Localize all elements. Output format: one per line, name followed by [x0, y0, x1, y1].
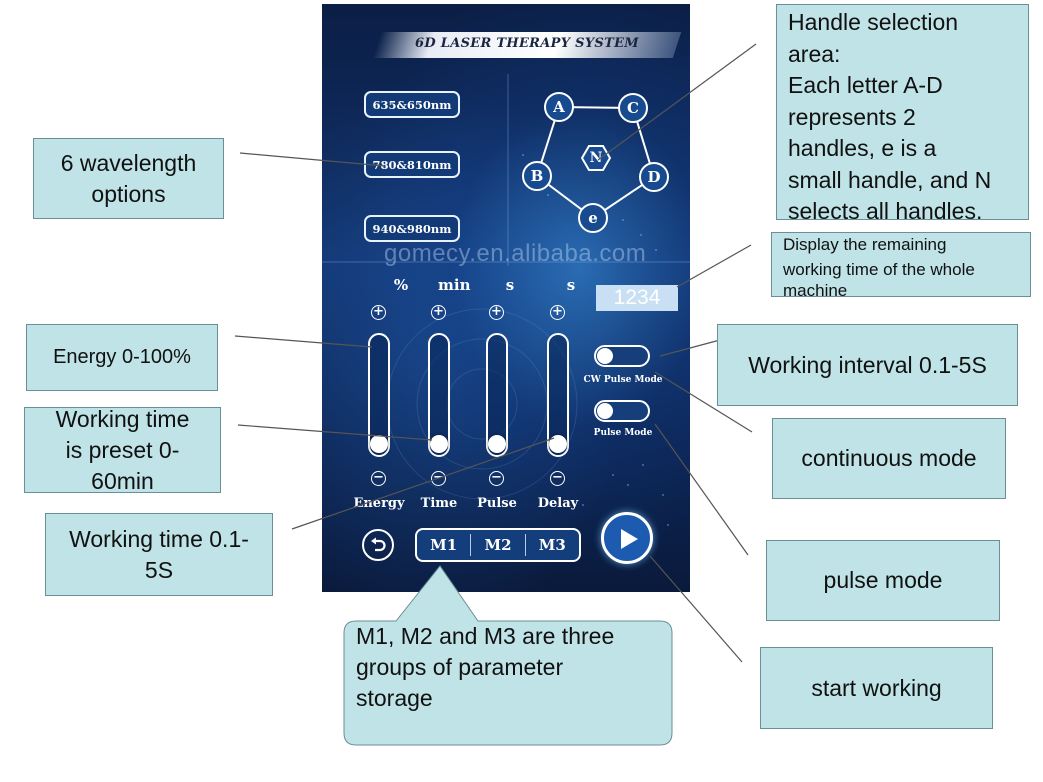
time-label: Time	[420, 496, 458, 511]
divider	[470, 534, 472, 556]
callout-line: selects all handles.	[788, 198, 983, 224]
callout-line: area:	[788, 40, 841, 67]
callout-line: is preset 0-	[65, 436, 180, 463]
wavelength-button-940-980[interactable]: 940&980nm	[364, 215, 460, 242]
delay-label: Delay	[537, 496, 579, 511]
undo-icon	[371, 537, 386, 552]
delay-slider[interactable]	[547, 333, 569, 457]
energy-slider-knob[interactable]	[370, 435, 388, 453]
pulse-label: Pulse	[477, 496, 517, 511]
unit-pulse: s	[505, 276, 515, 294]
memory-m1-button[interactable]: M1	[430, 536, 458, 554]
delay-slider-knob[interactable]	[549, 435, 567, 453]
callout-line: working time of the whole	[783, 259, 975, 279]
handle-a-button[interactable]: A	[544, 92, 574, 122]
callout-working-time-preset: Working time is preset 0- 60min	[24, 405, 221, 494]
divider	[524, 534, 526, 556]
remaining-time-display: 1234	[596, 285, 678, 311]
energy-plus-button[interactable]: +	[371, 305, 386, 320]
handle-n-all-button[interactable]: N	[581, 143, 611, 173]
handle-e-button[interactable]: e	[578, 203, 608, 233]
energy-minus-button[interactable]: −	[371, 471, 386, 486]
pulse-mode-toggle[interactable]	[594, 400, 650, 422]
callout-text: start working	[811, 674, 942, 701]
time-plus-button[interactable]: +	[431, 305, 446, 320]
handle-d-button[interactable]: D	[639, 162, 669, 192]
memory-button-group: M1 M2 M3	[415, 528, 581, 562]
memory-m3-button[interactable]: M3	[538, 536, 566, 554]
callout-handle-selection: Handle selection area: Each letter A-D r…	[776, 4, 1029, 224]
unit-time: min	[438, 276, 471, 294]
memory-m2-button[interactable]: M2	[484, 536, 512, 554]
callout-line: M1, M2 and M3 are three	[356, 623, 615, 649]
time-slider-knob[interactable]	[430, 435, 448, 453]
callout-line: small handle, and N	[788, 166, 992, 193]
callout-line: Working time	[55, 405, 190, 432]
callout-remaining-time: Display the remaining working time of th…	[771, 232, 1031, 300]
callout-line: Working time 0.1-	[69, 525, 249, 552]
callout-line: machine	[783, 281, 848, 300]
callout-line: Each letter A-D	[788, 72, 943, 98]
start-button[interactable]	[601, 512, 653, 564]
callout-text: continuous mode	[801, 445, 977, 471]
pulse-minus-button[interactable]: −	[489, 471, 504, 486]
pulse-slider-knob[interactable]	[488, 435, 506, 453]
callout-working-time-pulse: Working time 0.1- 5S	[45, 513, 273, 596]
handle-n-label: N	[589, 150, 603, 166]
callout-memory-bubble	[343, 565, 673, 746]
hexagon-icon	[581, 145, 611, 171]
callout-line: Display the remaining	[783, 235, 947, 254]
cw-pulse-mode-toggle[interactable]	[594, 345, 650, 367]
pulse-slider[interactable]	[486, 333, 508, 457]
toggle-knob	[597, 348, 613, 364]
page-title: 6D LASER THERAPY SYSTEM	[415, 36, 639, 51]
time-slider[interactable]	[428, 333, 450, 457]
toggle-knob	[597, 403, 613, 419]
callout-line: storage	[356, 685, 433, 711]
wavelength-button-635-650[interactable]: 635&650nm	[364, 91, 460, 118]
callout-line: 60min	[91, 467, 154, 494]
device-screen: 6D LASER THERAPY SYSTEM 635&650nm 780&81…	[322, 4, 690, 592]
energy-label: Energy	[353, 496, 405, 511]
callout-continuous-mode: continuous mode	[772, 418, 1006, 499]
pulse-mode-label: Pulse Mode	[593, 428, 653, 438]
callout-text: pulse mode	[823, 567, 943, 593]
callout-energy: Energy 0-100%	[26, 324, 218, 391]
watermark: gomecy.en.alibaba.com	[384, 240, 647, 267]
callout-text: Energy 0-100%	[53, 346, 191, 368]
callout-pulse-mode: pulse mode	[766, 540, 1000, 621]
unit-delay: s	[566, 276, 576, 294]
callout-start-working: start working	[760, 647, 993, 729]
callout-memory-text: M1, M2 and M3 are three groups of parame…	[356, 621, 672, 714]
callout-line: groups of parameter	[356, 654, 564, 680]
callout-line: handles, e is a	[788, 135, 937, 161]
cw-pulse-mode-label: CW Pulse Mode	[583, 375, 663, 385]
delay-minus-button[interactable]: −	[550, 471, 565, 486]
energy-slider[interactable]	[368, 333, 390, 457]
wavelength-button-780-810[interactable]: 780&810nm	[364, 151, 460, 178]
callout-text: Working interval 0.1-5S	[748, 351, 987, 378]
back-button[interactable]	[362, 529, 394, 561]
handle-b-button[interactable]: B	[522, 161, 552, 191]
handle-c-button[interactable]: C	[618, 93, 648, 123]
callout-line: 5S	[144, 556, 174, 583]
play-icon	[621, 529, 638, 549]
pulse-plus-button[interactable]: +	[489, 305, 504, 320]
unit-energy: %	[393, 276, 409, 294]
callout-text: 6 wavelength options	[60, 149, 197, 207]
callout-line: Handle selection	[788, 9, 959, 35]
callout-line: represents 2	[788, 103, 916, 130]
delay-plus-button[interactable]: +	[550, 305, 565, 320]
callout-working-interval: Working interval 0.1-5S	[717, 324, 1018, 406]
callout-wavelength-options: 6 wavelength options	[33, 138, 224, 219]
